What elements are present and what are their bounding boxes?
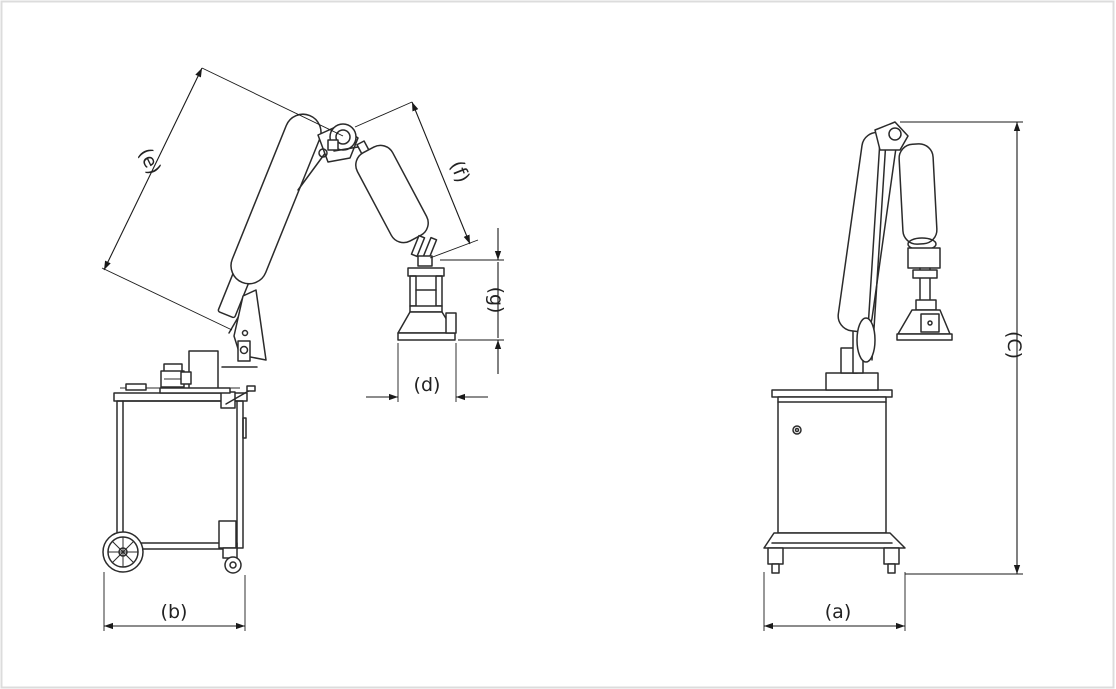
front-hood bbox=[896, 309, 953, 341]
side-view bbox=[102, 113, 457, 574]
front-arm bbox=[837, 121, 941, 363]
side-hood bbox=[397, 267, 457, 341]
side-motor bbox=[159, 350, 231, 394]
label-a: (a) bbox=[825, 601, 851, 623]
front-cabinet bbox=[763, 389, 906, 574]
side-joint bbox=[317, 123, 365, 163]
label-f: (f) bbox=[445, 158, 473, 186]
label-d: (d) bbox=[414, 374, 441, 396]
label-c: (C) bbox=[1003, 331, 1025, 359]
side-cart bbox=[113, 383, 256, 559]
label-b: (b) bbox=[161, 601, 188, 623]
side-caster-wheel bbox=[224, 556, 242, 574]
side-rear-wheel bbox=[102, 531, 144, 573]
side-dimensions bbox=[101, 67, 504, 631]
front-view bbox=[763, 121, 953, 574]
front-dimensions bbox=[763, 121, 1023, 631]
label-e: (e) bbox=[134, 145, 165, 178]
side-upper-arm bbox=[355, 140, 438, 267]
side-lower-arm bbox=[217, 113, 327, 368]
label-g: (g) bbox=[485, 287, 507, 314]
